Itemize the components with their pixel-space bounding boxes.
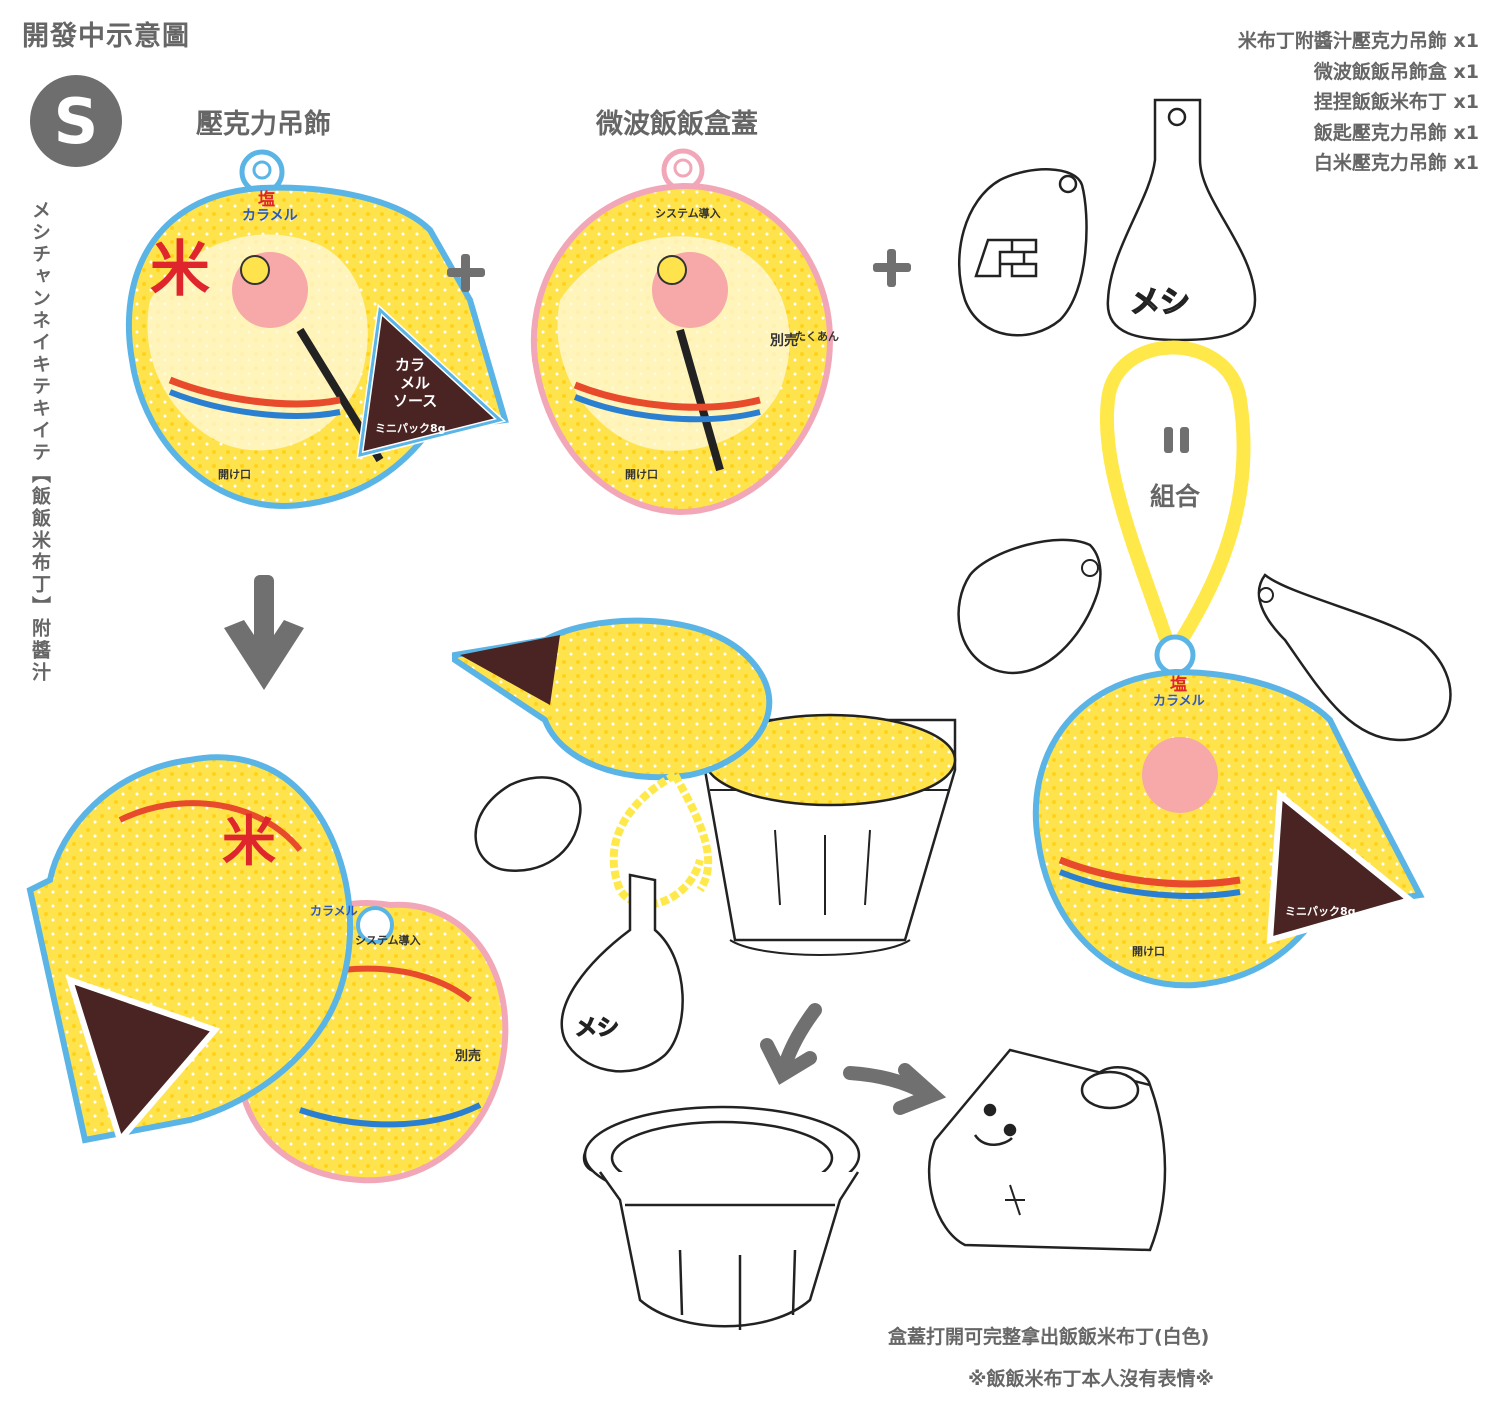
label-lid: 微波飯飯盒蓋 (596, 109, 758, 140)
arrow-curved-right-icon (843, 1063, 947, 1115)
plus-icon (873, 249, 911, 287)
art-salt-combined: 塩 (1170, 674, 1187, 695)
art-caramel-stack: カラメル (310, 904, 358, 918)
art-open-here: 開け口 (218, 468, 251, 481)
art-meshi-center: メシ (575, 1016, 619, 1041)
contents-item: 微波飯飯吊飾盒 x1 (1313, 60, 1479, 83)
size-badge: S (30, 75, 122, 167)
combined-assembly-illustration: 塩 カラメル ミニパック8g 開け口 (957, 340, 1452, 989)
art-mini-pack-combined: ミニパック8g (1285, 905, 1356, 918)
rice-charm-outline (958, 168, 1088, 337)
arrow-curved-left-icon (760, 1003, 822, 1085)
art-takuan: たくあん (795, 330, 839, 343)
lid-charm-illustration: システム導入 別売 たくあん 開け口 (530, 148, 839, 516)
art-meshi: メシ (1130, 285, 1190, 320)
note-no-expression: ※飯飯米布丁本人沒有表情※ (968, 1368, 1214, 1390)
contents-item: 飯匙壓克力吊飾 x1 (1313, 121, 1479, 144)
equals-icon (1164, 427, 1189, 453)
note-open-lid: 盒蓋打開可完整拿出飯飯米布丁(白色) (888, 1326, 1210, 1348)
art-sauce-2: メル (400, 374, 430, 392)
rice-pudding-outline (927, 1048, 1167, 1252)
art-open-here-lid: 開け口 (625, 468, 658, 481)
stacked-charms-illustration: カラメル システム導入 別売 米 (26, 754, 509, 1184)
art-sauce-1: カラ (395, 356, 425, 374)
art-caramel: カラメル (242, 208, 298, 224)
art-rice-kanji: 米 (150, 235, 210, 305)
art-caramel-combined: カラメル (1153, 694, 1205, 709)
spoon-charm-outline: メシ (1106, 98, 1257, 342)
art-rice-stack: 米 (222, 810, 276, 873)
art-system: システム導入 (655, 206, 721, 220)
pudding-charm-illustration: 塩 カラメル 米 カラ メル ソース ミニパック8g 開け口 (126, 149, 509, 509)
empty-cup-outline (582, 1105, 861, 1330)
label-acrylic-charm: 壓克力吊飾 (196, 109, 331, 140)
label-combine: 組合 (1150, 482, 1201, 511)
art-sold-stack: 別売 (454, 1048, 481, 1064)
cup-assembly-illustration: メシ (452, 617, 957, 1073)
contents-item: 米布丁附醬汁壓克力吊飾 x1 (1237, 30, 1479, 52)
art-sold-separately: 別売 (769, 332, 798, 349)
arrow-down-icon (224, 575, 304, 690)
art-mini-pack: ミニパック8g (375, 422, 446, 435)
plus-icon (447, 254, 485, 292)
vertical-caption: メシチャンネイキテキイテ【飯飯米布丁】附醬汁 (29, 200, 51, 684)
contents-item: 白米壓克力吊飾 x1 (1313, 152, 1479, 174)
contents-list: 米布丁附醬汁壓克力吊飾 x1 微波飯飯吊飾盒 x1 捏捏飯飯米布丁 x1 飯匙壓… (1238, 26, 1479, 179)
page-title: 開發中示意圖 (22, 21, 190, 52)
contents-item: 捏捏飯飯米布丁 x1 (1313, 91, 1479, 113)
art-open-here-combined: 開け口 (1132, 945, 1165, 958)
art-system-stack: システム導入 (355, 933, 421, 947)
art-sauce-3: ソース (393, 392, 437, 410)
art-salt: 塩 (258, 189, 275, 210)
